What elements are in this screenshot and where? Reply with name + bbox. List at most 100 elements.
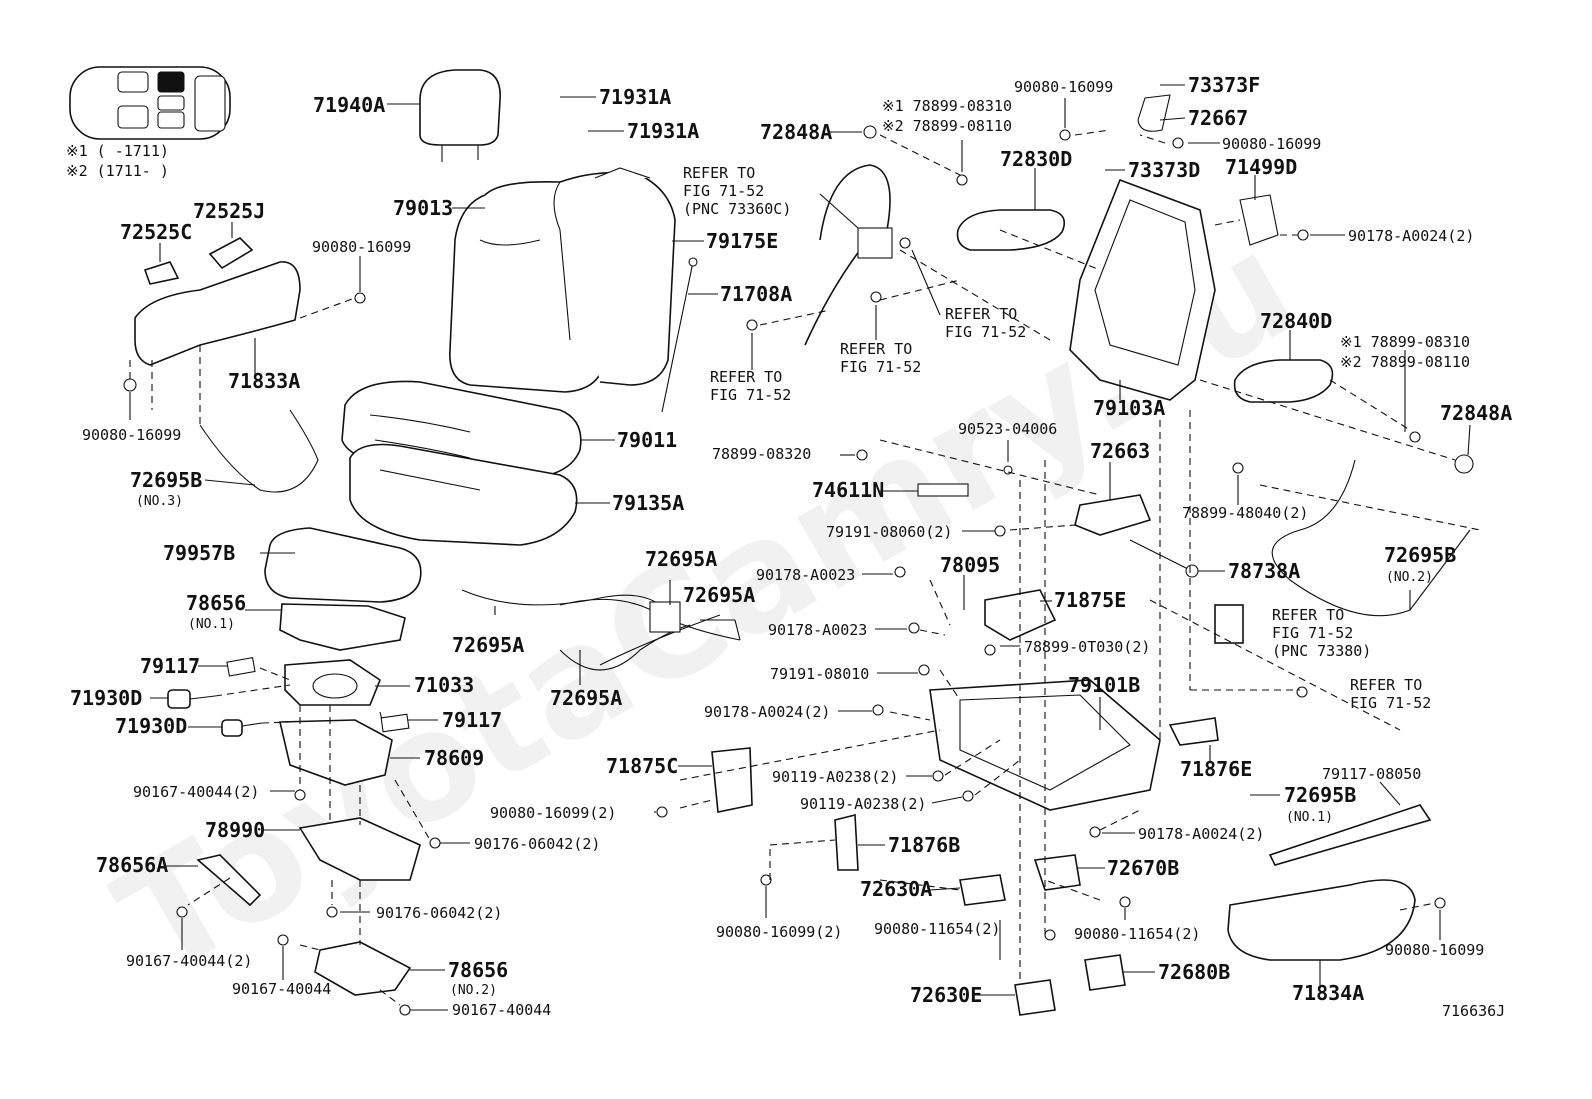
label-90178-A0024-2a: 90178-A0024(2) <box>1348 227 1474 245</box>
label-90080-16099-b: 90080-16099 <box>82 426 181 444</box>
refer-4-line-2: FIG 71-52 <box>710 386 791 404</box>
refer-5-line-3: (PNC 73380) <box>1272 642 1371 660</box>
label-72670B: 72670B <box>1107 856 1179 880</box>
seatback-frame-drawing <box>1069 94 1279 401</box>
knob-drawing-2 <box>221 719 263 737</box>
label-79957B: 79957B <box>163 541 235 565</box>
label-72695A-2: 72695A <box>645 547 717 571</box>
armrest-drawing-1 <box>956 209 1066 251</box>
label-90080-11654-2b: 90080-11654(2) <box>1074 925 1200 943</box>
refer-3-line-2: FIG 71-52 <box>840 358 921 376</box>
label-72695B-2-sub: (NO.2) <box>1386 570 1433 585</box>
label-71876E: 71876E <box>1180 757 1252 781</box>
label-78990: 78990 <box>205 818 265 842</box>
seat-belt-drawing <box>804 164 891 346</box>
label-79191-08010: 79191-08010 <box>770 665 869 683</box>
label-71033: 71033 <box>414 673 474 697</box>
label-74611N: 74611N <box>812 478 884 502</box>
latch-drawing-2 <box>959 874 1006 906</box>
label-72525J: 72525J <box>193 199 265 223</box>
label-78656-2-sub: (NO.2) <box>450 983 497 998</box>
assembly-lines <box>129 129 1481 1006</box>
label-79103A: 79103A <box>1093 396 1165 420</box>
label-78095: 78095 <box>940 553 1000 577</box>
label-90178-A0024-2c: 90178-A0024(2) <box>1138 825 1264 843</box>
label-71708A: 71708A <box>720 282 792 306</box>
latch-drawing-1 <box>1033 854 1081 891</box>
label-79117-2: 79117 <box>442 708 502 732</box>
rod-drawing <box>661 261 694 413</box>
label-72667: 72667 <box>1188 106 1248 130</box>
label-72695A-3: 72695A <box>683 583 755 607</box>
label-78899-48040-2: 78899-48040(2) <box>1182 504 1308 522</box>
label-72695B-2: 72695B <box>1384 543 1456 567</box>
armrest-drawing-2 <box>1233 359 1334 403</box>
label-78899-08110-b: ※2 78899-08110 <box>1340 353 1470 371</box>
label-72525C: 72525C <box>120 220 192 244</box>
leader-lines <box>129 84 1471 1011</box>
refer-4-line-1: REFER TO <box>710 368 782 386</box>
side-cover-drawing <box>134 261 301 366</box>
strip-drawing <box>1268 804 1432 866</box>
label-71875E: 71875E <box>1054 588 1126 612</box>
refer-6-line-2: FIG 71-52 <box>1350 694 1431 712</box>
label-90119-A0238-2a: 90119-A0238(2) <box>772 768 898 786</box>
label-78899-08110-a: ※2 78899-08110 <box>882 117 1012 135</box>
label-71931A-2: 71931A <box>627 119 699 143</box>
label-72695A-4: 72695A <box>550 686 622 710</box>
bracket-drawing <box>284 659 381 706</box>
lever-drawing <box>196 854 262 907</box>
label-72680B: 72680B <box>1158 960 1230 984</box>
cover-drawing-876b <box>834 813 859 871</box>
legend-note-1: ※1 ( -1711) <box>66 142 169 160</box>
plate-drawing <box>279 603 406 651</box>
refer-1-line-1: REFER TO <box>683 164 755 182</box>
refer-1-line-2: FIG 71-52 <box>683 182 764 200</box>
label-71930D-2: 71930D <box>115 714 187 738</box>
refer-1-line-3: (PNC 73360C) <box>683 200 791 218</box>
label-72840D: 72840D <box>1260 309 1332 333</box>
lower-cover-drawing <box>1227 879 1416 961</box>
label-90167-40044-a: 90167-40044 <box>232 980 331 998</box>
label-72630E: 72630E <box>910 983 982 1007</box>
label-78899-0T030-2: 78899-0T030(2) <box>1024 638 1150 656</box>
label-71930D-1: 71930D <box>70 686 142 710</box>
label-71875C: 71875C <box>606 754 678 778</box>
label-72830D: 72830D <box>1000 147 1072 171</box>
clip-drawing-1 <box>208 237 254 270</box>
label-90167-40044-b: 90167-40044 <box>452 1001 551 1019</box>
label-90080-11654-2a: 90080-11654(2) <box>874 920 1000 938</box>
refer-5-line-1: REFER TO <box>1272 606 1344 624</box>
label-71499D: 71499D <box>1225 155 1297 179</box>
label-72848A-1: 72848A <box>760 120 832 144</box>
label-78738A: 78738A <box>1228 559 1300 583</box>
label-79011: 79011 <box>617 428 677 452</box>
refer-2-line-2: FIG 71-52 <box>945 323 1026 341</box>
label-90167-40044-2b: 90167-40044(2) <box>126 952 252 970</box>
label-90523-04006: 90523-04006 <box>958 420 1057 438</box>
label-71834A: 71834A <box>1292 981 1364 1005</box>
refer-2-line-1: REFER TO <box>945 305 1017 323</box>
label-79117-08050: 79117-08050 <box>1322 765 1421 783</box>
latch-drawing-3 <box>1084 954 1126 991</box>
label-90176-06042-2b: 90176-06042(2) <box>376 904 502 922</box>
label-71940A: 71940A <box>313 93 385 117</box>
label-79117-1: 79117 <box>140 654 200 678</box>
figure-code: 716636J <box>1442 1002 1505 1020</box>
seat-position-icon <box>69 66 231 140</box>
label-plate-drawing <box>917 483 969 497</box>
legend-note-2: ※2 (1711- ) <box>66 162 169 180</box>
label-78656-1: 78656 <box>186 591 246 615</box>
label-90119-A0238-2b: 90119-A0238(2) <box>800 795 926 813</box>
label-90080-16099-e: 90080-16099 <box>1385 941 1484 959</box>
refer-3-line-1: REFER TO <box>840 340 912 358</box>
label-72848A-2: 72848A <box>1440 401 1512 425</box>
label-90178-A0023-b: 90178-A0023 <box>768 621 867 639</box>
label-79191-08060-2: 79191-08060(2) <box>826 523 952 541</box>
label-72695B-3-sub: (NO.1) <box>1286 810 1333 825</box>
label-90176-06042-2a: 90176-06042(2) <box>474 835 600 853</box>
label-90080-16099-d: 90080-16099 <box>1222 135 1321 153</box>
cable-drawing-2 <box>1271 459 1471 617</box>
label-78899-08310-b: ※1 78899-08310 <box>1340 333 1470 351</box>
